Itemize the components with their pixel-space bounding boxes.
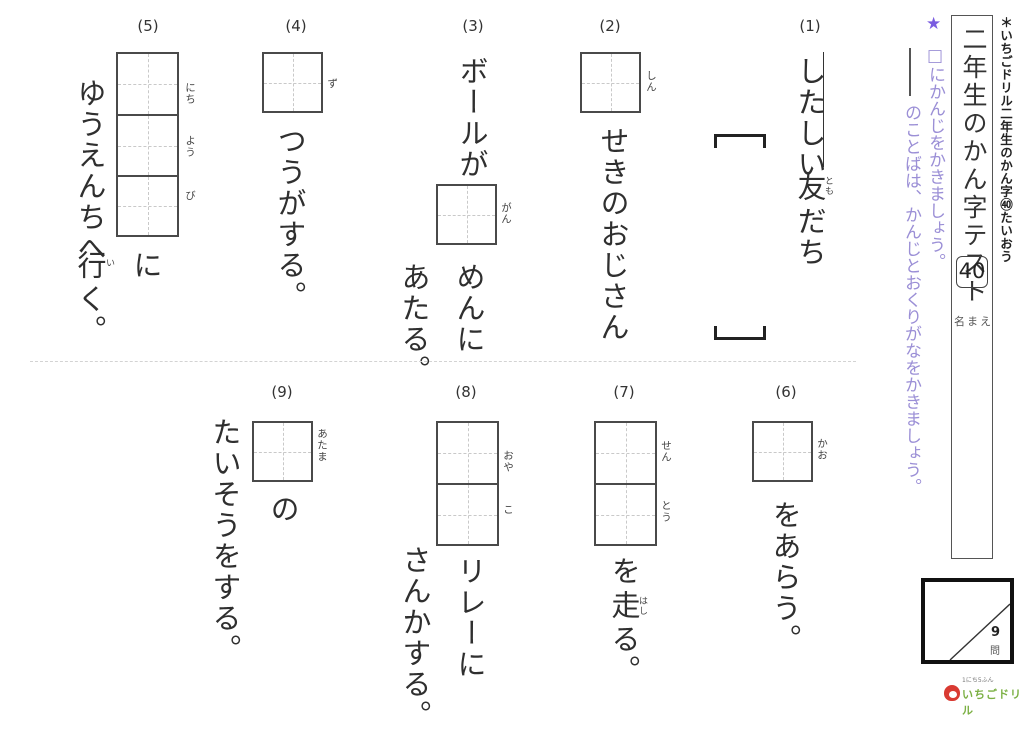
question-7-number: (7) <box>613 383 635 401</box>
strawberry-icon <box>944 685 960 701</box>
question-4-text: つうがする。 <box>273 126 307 312</box>
score-box[interactable]: 9 問 <box>921 578 1014 664</box>
question-1-kanji: 友 <box>793 172 827 203</box>
question-8-box-ruby-1: おや <box>502 450 514 473</box>
question-1-number: (1) <box>799 17 821 35</box>
question-5-col2-a: ゆうえんちへ <box>73 78 107 264</box>
instruction-okurigana: のことばは、かんじとおくりがなをかきましょう。 <box>901 104 921 495</box>
question-2-text: せきのおじさん <box>596 126 630 343</box>
question-6-answer-box[interactable] <box>752 421 813 482</box>
question-4-number: (4) <box>285 17 307 35</box>
logo-caption: 1にち5ふん <box>962 677 994 684</box>
question-5-col2-ruby: い <box>104 258 114 268</box>
question-9-answer-box[interactable] <box>252 421 313 482</box>
instruction-boxes: □にかんじをかきましょう。 <box>925 46 945 270</box>
question-3-answer-box[interactable] <box>436 184 497 245</box>
name-label: 名まえ <box>954 315 993 328</box>
logo: 1にち5ふん いちごドリル <box>940 675 1024 717</box>
test-number: 40 <box>958 259 986 283</box>
question-2-answer-box[interactable] <box>580 52 641 113</box>
question-6-text: をあらう。 <box>768 500 802 655</box>
question-8-number: (8) <box>455 383 477 401</box>
question-9-box-ruby: あたま <box>316 428 328 463</box>
question-2-box-ruby: しん <box>645 70 657 93</box>
question-6-box-ruby: かお <box>816 438 828 461</box>
test-number-badge: 40 <box>956 256 988 288</box>
question-7-answer-box[interactable] <box>594 421 657 546</box>
question-1-underline <box>823 52 824 167</box>
question-5-number: (5) <box>137 17 159 35</box>
question-7-box-ruby-1: せん <box>660 440 672 463</box>
question-5-box-ruby-2: よう <box>184 135 196 158</box>
logo-brand: いちごドリル <box>962 688 1022 717</box>
question-5-answer-box[interactable] <box>116 52 179 237</box>
question-7-kanji: 走 <box>607 590 641 621</box>
question-5-after: に <box>129 250 163 281</box>
question-5-col2-b: く。 <box>73 284 107 346</box>
question-8-text: リレーに <box>453 556 487 680</box>
question-5-col2-kanji: 行 <box>73 250 107 281</box>
question-3-after-col2: あたる。 <box>397 262 431 386</box>
question-4-answer-box[interactable] <box>262 52 323 113</box>
question-unit: 問 <box>990 646 1000 657</box>
instruction-underline-sample <box>909 48 911 96</box>
question-8-box-ruby-2: こ <box>502 504 514 516</box>
star-icon: ★ <box>926 14 942 34</box>
name-field[interactable] <box>952 334 992 558</box>
question-count: 9 <box>991 625 1001 640</box>
question-7-text-b: る。 <box>607 624 641 686</box>
question-8-answer-box[interactable] <box>436 421 499 546</box>
question-5-box-ruby-3: び <box>184 190 196 202</box>
question-7-box-ruby-2: とう <box>660 500 672 523</box>
section-divider <box>30 361 856 362</box>
site-caption: ＊いちごドリル二年生のかん字㊵たいおう <box>998 16 1013 263</box>
question-3-box-ruby: がん <box>500 202 512 225</box>
question-6-number: (6) <box>775 383 797 401</box>
question-1-answer-area[interactable] <box>714 148 766 326</box>
question-3-after-col1: めんに <box>452 262 486 355</box>
answer-bracket-top <box>714 134 766 148</box>
question-8-col2: さんかする。 <box>398 545 432 731</box>
question-2-number: (2) <box>599 17 621 35</box>
question-5-box-ruby-1: にち <box>184 82 196 105</box>
title-panel: 二年生のかん字テスト 40 名まえ <box>951 15 993 559</box>
answer-bracket-bottom <box>714 326 766 340</box>
question-4-box-ruby: ず <box>326 78 338 90</box>
question-3-before: ボールが <box>455 56 489 180</box>
question-1-text-b: だち <box>793 206 827 268</box>
question-9-number: (9) <box>271 383 293 401</box>
question-9-col2: たいそうをする。 <box>208 417 242 665</box>
score-diagonal <box>949 603 1010 660</box>
question-7-ruby: はし <box>637 596 647 616</box>
question-1-text-a: したしい <box>793 56 827 180</box>
question-9-text: の <box>266 494 300 525</box>
question-7-text-a: を <box>607 556 641 587</box>
question-3-number: (3) <box>462 17 484 35</box>
question-1-ruby: とも <box>823 176 833 196</box>
